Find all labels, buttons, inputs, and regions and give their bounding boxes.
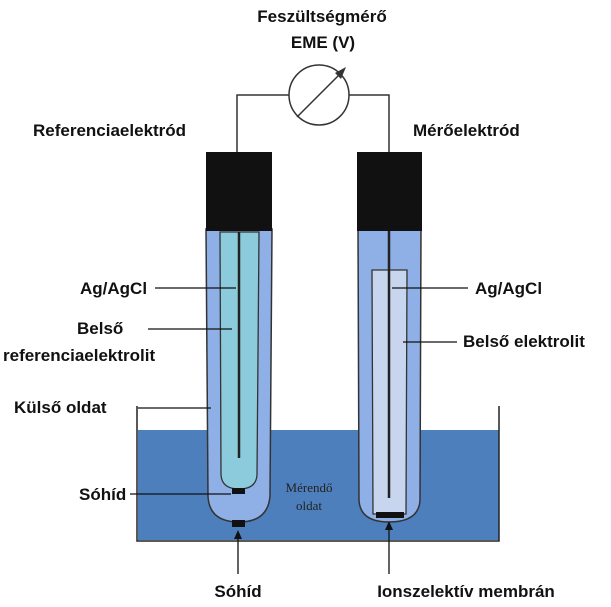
ion-selective-membrane — [376, 512, 404, 518]
membrane-label: Ionszelektív membrán — [377, 582, 555, 601]
measuring-cap — [357, 152, 422, 231]
reference-outer-junction — [232, 520, 245, 527]
reference-electrode — [205, 152, 273, 527]
wire-left — [236, 94, 289, 152]
salt-bridge-arrowhead — [234, 530, 242, 539]
reference-inner-junction — [232, 488, 245, 494]
sample-solution — [138, 430, 499, 540]
beaker — [136, 406, 500, 542]
meas-inner-electrolyte-label: Belső elektrolit — [463, 332, 585, 351]
sample-solution-label-2: oldat — [296, 498, 322, 513]
ref-inner-electrolyte-label-2: referenciaelektrolit — [3, 346, 155, 365]
voltmeter-label: Feszültségmérő — [257, 7, 386, 26]
reference-cap — [206, 152, 272, 231]
ref-agagcl-label: Ag/AgCl — [80, 279, 147, 298]
measuring-electrode-label: Mérőelektród — [413, 121, 520, 140]
sample-solution-label-1: Mérendő — [286, 480, 333, 495]
membrane-arrowhead — [385, 521, 393, 530]
reference-electrode-label: Referenciaelektród — [33, 121, 186, 140]
voltmeter-icon — [288, 64, 350, 126]
meas-agagcl-label: Ag/AgCl — [475, 279, 542, 298]
salt-bridge-inner-label: Sóhíd — [79, 485, 126, 504]
ref-inner-electrolyte-label-1: Belső — [77, 319, 123, 338]
emf-label: EME (V) — [291, 33, 355, 52]
outer-solution-label: Külső oldat — [14, 398, 107, 417]
salt-bridge-bottom-label: Sóhíd — [214, 582, 261, 601]
wire-right — [349, 94, 390, 152]
measuring-electrode — [357, 152, 422, 523]
